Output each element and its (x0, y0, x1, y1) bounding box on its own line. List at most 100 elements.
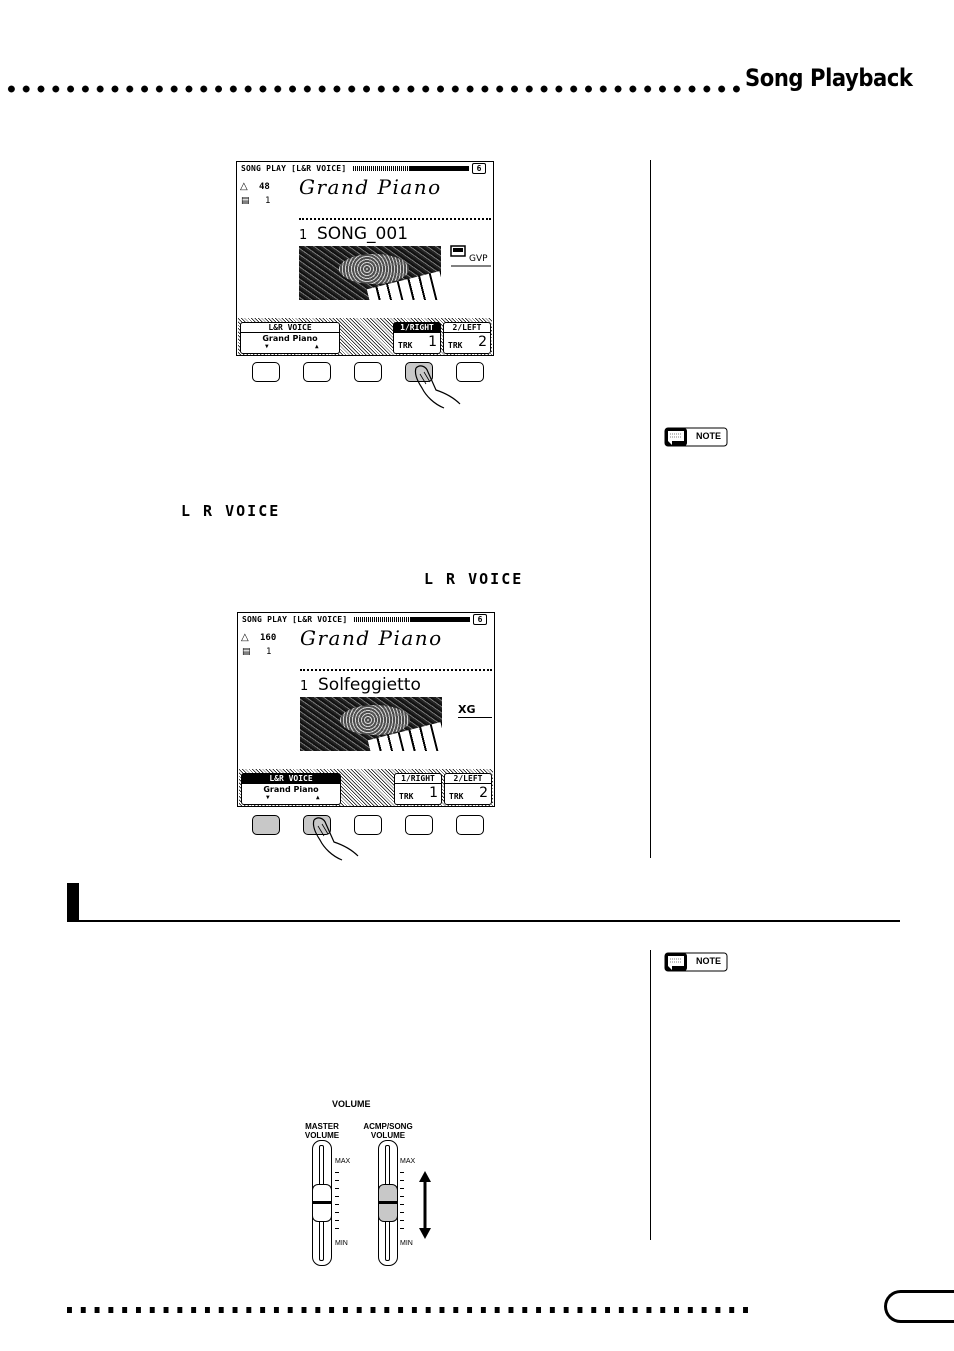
metronome-icon: △ (241, 632, 249, 643)
brand-label: GVP (469, 254, 488, 264)
section-rule (67, 920, 900, 922)
xg-logo-icon: XG (458, 703, 492, 718)
lcd-title-bar (409, 166, 469, 171)
song-name: SONG_001 (317, 224, 409, 244)
lcd-screen-2: SONG PLAY [L&R VOICE] 6 △ 160 ▤ 1 Grand … (237, 612, 495, 807)
song-image (299, 246, 441, 300)
song-name: Solfeggietto (318, 675, 421, 695)
acmp-tick (400, 1204, 404, 1205)
song-number: 1 (299, 228, 308, 243)
lr-voice-label-1: L R VOICE (181, 502, 281, 520)
note-icon: NOTE (664, 427, 728, 447)
acmp-tick (400, 1188, 404, 1189)
track1-box: 1/RIGHT TRK 1 (393, 322, 441, 354)
lr-voice-value: Grand Piano (263, 785, 319, 794)
lcd-button-5[interactable] (456, 815, 484, 835)
song-image (300, 697, 442, 751)
measure-icon: ▤ (242, 647, 251, 657)
volume-title: VOLUME (332, 1099, 371, 1109)
lr-voice-value: Grand Piano (262, 334, 318, 343)
arrow-up-icon: ▲ (315, 343, 319, 350)
track2-box: 2/LEFT TRK 2 (444, 773, 492, 805)
lcd-dotted-divider (299, 218, 491, 220)
lr-voice-header: L&R VOICE (242, 774, 340, 784)
lr-voice-box: L&R VOICE Grand Piano ▼ ▲ (240, 322, 340, 354)
master-tick (335, 1228, 339, 1229)
master-tick (335, 1180, 339, 1181)
track2-header: 2/LEFT (445, 774, 491, 784)
master-tick (335, 1220, 339, 1221)
acmp-tick (400, 1220, 404, 1221)
page-number-tab (884, 1290, 954, 1323)
track2-trk: TRK (449, 792, 464, 801)
finger-press-icon (312, 817, 359, 861)
track1-trk: TRK (398, 341, 413, 350)
lcd-page-number: 6 (473, 614, 487, 625)
measure-value: 1 (266, 647, 272, 657)
arrow-down-icon: ▼ (266, 794, 270, 801)
metronome-icon: △ (240, 181, 248, 192)
lcd-button-1[interactable] (252, 362, 280, 382)
master-min-label: MIN (335, 1240, 348, 1247)
acmp-tick (400, 1228, 404, 1229)
lcd-button-5[interactable] (456, 362, 484, 382)
voice-name: Grand Piano (300, 626, 443, 650)
master-volume-label: MASTER VOLUME (304, 1122, 340, 1140)
footer-dash-rule (67, 1307, 751, 1313)
track1-trk: TRK (399, 792, 414, 801)
track2-trk: TRK (448, 341, 463, 350)
lcd-button-4[interactable] (405, 815, 433, 835)
section-title: Song Playback (745, 64, 913, 92)
column-divider-bottom (650, 950, 651, 1240)
measure-value: 1 (265, 196, 271, 206)
lcd-button-3[interactable] (354, 815, 382, 835)
track2-number: 2 (479, 785, 488, 801)
acmp-volume-label: ACMP/SONG VOLUME (363, 1122, 413, 1140)
master-tick (335, 1188, 339, 1189)
lcd-button-4[interactable] (405, 362, 433, 382)
acmp-tick (400, 1172, 404, 1173)
brand-label: XG (458, 703, 476, 716)
lcd-button-2[interactable] (303, 362, 331, 382)
lcd-dotted-divider (300, 669, 492, 671)
track1-number: 1 (428, 334, 437, 350)
acmp-max-label: MAX (400, 1158, 416, 1165)
note-label-2: NOTE (696, 956, 722, 966)
tempo-value: 160 (260, 633, 277, 643)
lcd-screen-1: SONG PLAY [L&R VOICE] 6 △ 48 ▤ 1 Grand P… (236, 161, 494, 356)
acmp-song-volume-knob[interactable] (378, 1184, 398, 1222)
lcd-title-line: SONG PLAY [L&R VOICE] (241, 164, 347, 173)
lcd-button-1[interactable] (252, 815, 280, 835)
arrow-up-icon: ▲ (316, 794, 320, 801)
song-number: 1 (300, 679, 309, 694)
lr-voice-label-2: L R VOICE (424, 570, 524, 588)
track1-header: 1/RIGHT (394, 323, 440, 333)
finger-press-icon (414, 365, 461, 409)
master-max-label: MAX (335, 1158, 351, 1165)
track2-number: 2 (478, 334, 487, 350)
section-marker (67, 883, 79, 922)
gvp-logo-icon: GVP (449, 244, 491, 271)
track1-header: 1/RIGHT (395, 774, 441, 784)
lcd-button-3[interactable] (354, 362, 382, 382)
track2-box: 2/LEFT TRK 2 (443, 322, 491, 354)
note-label-1: NOTE (696, 431, 722, 441)
lcd-page-number: 6 (472, 163, 486, 174)
up-down-arrow-icon (419, 1171, 431, 1239)
master-tick (335, 1196, 339, 1197)
lr-voice-header: L&R VOICE (241, 323, 339, 333)
acmp-min-label: MIN (400, 1240, 413, 1247)
track2-header: 2/LEFT (444, 323, 490, 333)
master-tick (335, 1172, 339, 1173)
lcd-title-line: SONG PLAY [L&R VOICE] (242, 615, 348, 624)
voice-name: Grand Piano (299, 175, 442, 199)
acmp-tick (400, 1196, 404, 1197)
master-volume-knob[interactable] (312, 1184, 332, 1222)
track1-number: 1 (429, 785, 438, 801)
acmp-tick (400, 1212, 404, 1213)
measure-icon: ▤ (241, 196, 250, 206)
master-tick (335, 1204, 339, 1205)
note-icon: NOTE (664, 952, 728, 972)
arrow-down-icon: ▼ (265, 343, 269, 350)
master-tick (335, 1212, 339, 1213)
